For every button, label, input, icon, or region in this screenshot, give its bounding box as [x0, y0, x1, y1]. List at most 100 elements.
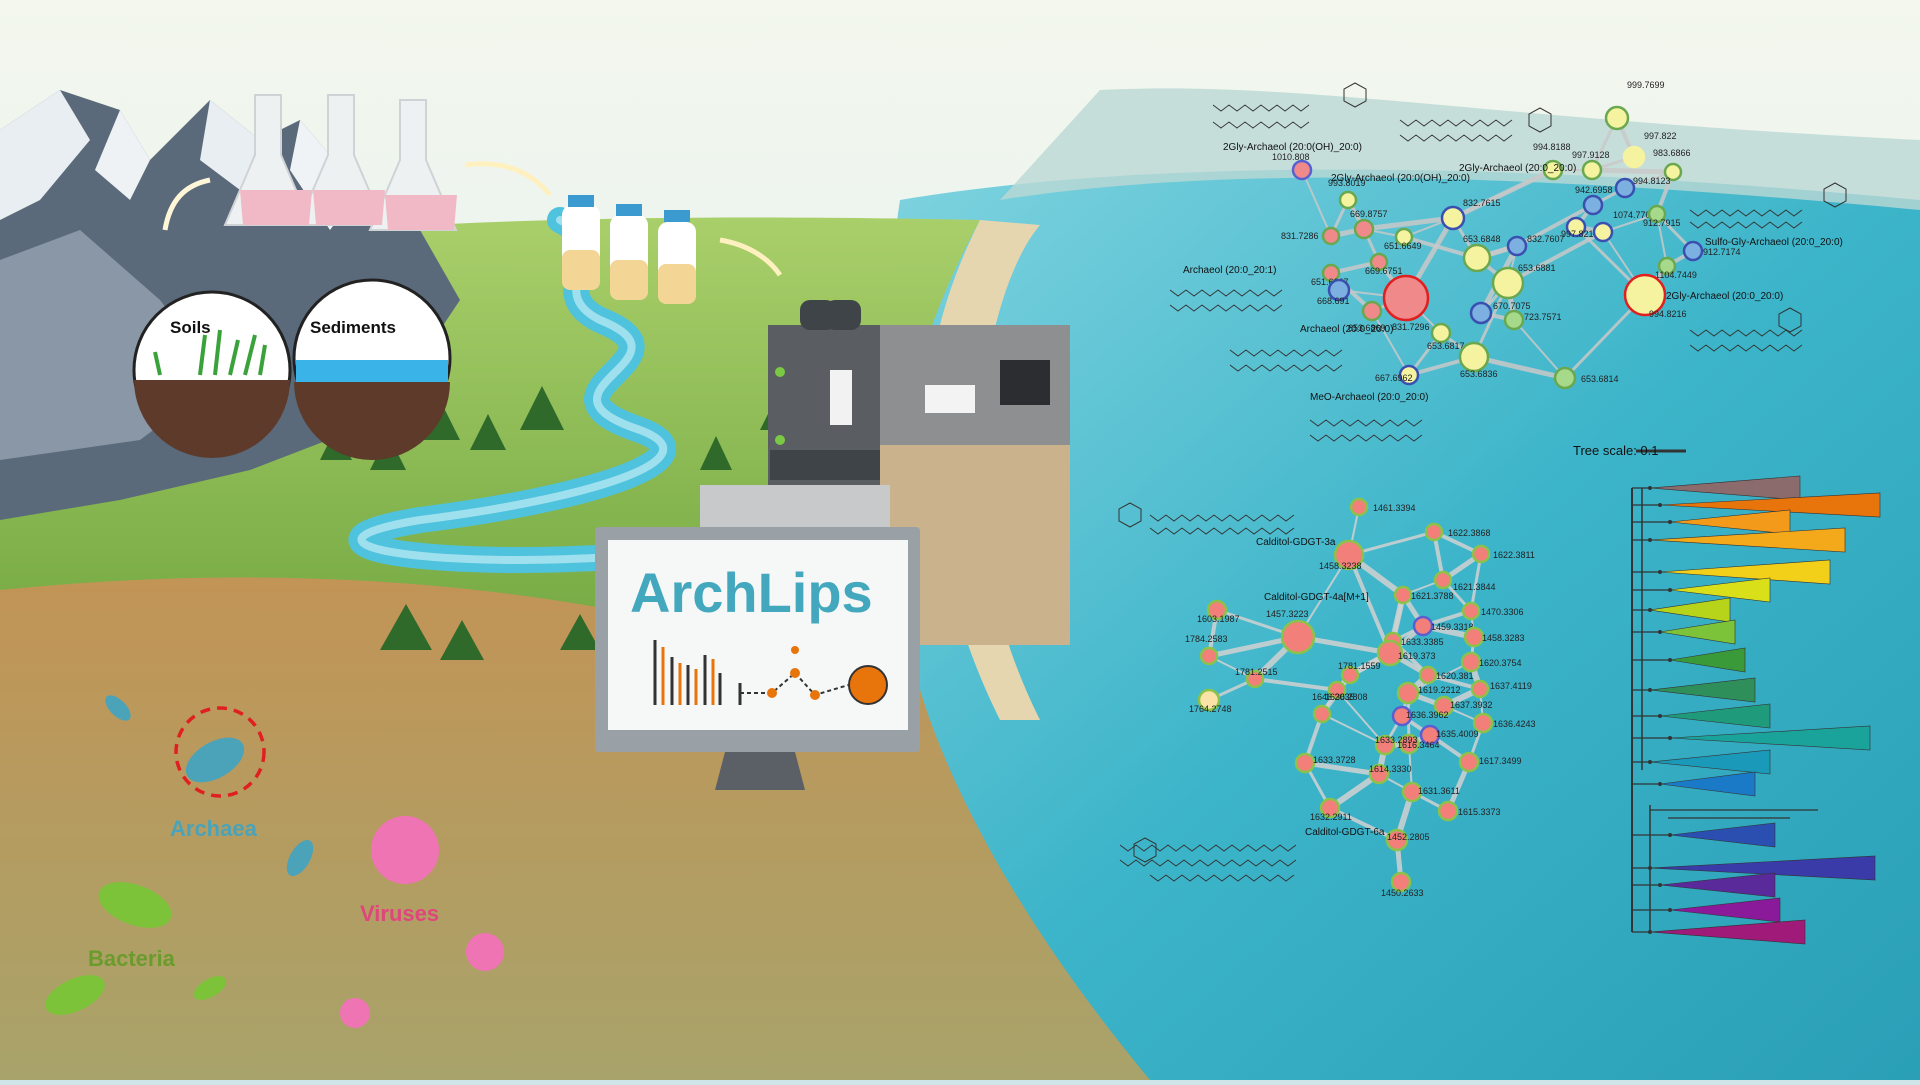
network-node: 912.7174	[1682, 240, 1741, 262]
node-mass-label: 1458.3238	[1319, 561, 1362, 571]
sugar-ring	[1528, 107, 1552, 133]
clade-wedge	[1659, 559, 1831, 585]
node-mass-label: 1633.3728	[1313, 755, 1356, 765]
spectrum-network-icon	[653, 640, 888, 705]
node-mass-label: 1637.4119	[1490, 681, 1532, 691]
network-node: 1646.2035	[1312, 692, 1355, 724]
compound-name-label: Calditol-GDGT-4a[M+1]	[1264, 592, 1369, 603]
node-mass-label: 1619.2212	[1418, 685, 1461, 695]
network-edge	[1301, 169, 1332, 237]
network-node: 653.6869	[1348, 300, 1386, 333]
network-node: 832.7607	[1506, 234, 1565, 257]
node-mass-label: 1635.4009	[1436, 729, 1479, 739]
network-node: 1636.3962	[1391, 705, 1449, 727]
network-node: 670.7075	[1469, 301, 1531, 325]
clade-wedge	[1669, 647, 1746, 673]
node-mass-label: 1636.2808	[1325, 692, 1368, 702]
network-node: 653.6848	[1462, 234, 1501, 273]
node-mass-label: 1074.7701	[1613, 210, 1656, 220]
node-mass-label: 994.8123	[1633, 176, 1671, 186]
network-node: 1459.3318	[1412, 615, 1474, 637]
network-node: 669.8757	[1350, 209, 1388, 240]
network-node: 1633.2893	[1374, 734, 1418, 756]
node-mass-label: 668.691	[1317, 296, 1350, 306]
network-node: 1781.2515	[1235, 667, 1278, 689]
node-mass-label: 912.7915	[1643, 218, 1681, 228]
node-mass-label: 653.6881	[1518, 263, 1556, 273]
sugar-ring	[1778, 307, 1802, 333]
node-mass-label: 653.6869	[1348, 323, 1386, 333]
node-mass-label: 653.6817	[1427, 341, 1465, 351]
network-node: 983.6866	[1653, 148, 1691, 182]
network-node: 831.7296	[1382, 274, 1430, 332]
network-node: 667.6962	[1375, 364, 1420, 386]
network-node: 653.6817	[1427, 322, 1465, 351]
archaea-label: Archaea	[170, 816, 257, 841]
network-node: 1784.2583	[1185, 634, 1228, 666]
node-mass-label: 1459.3318	[1431, 622, 1474, 632]
network-node: 1074.7701	[1592, 210, 1656, 243]
network-node: 653.6881	[1491, 263, 1556, 300]
network-node: 1620.3754	[1460, 651, 1522, 673]
network-node: 1637.4119	[1470, 679, 1532, 699]
network-node: 1637.3932	[1433, 695, 1493, 717]
node-mass-label: 1457.3223	[1266, 609, 1309, 619]
bacteria-label: Bacteria	[88, 946, 175, 971]
network-node: 1620.381	[1418, 665, 1474, 685]
network-edge	[1452, 169, 1554, 219]
molecule-chain	[1169, 304, 1283, 312]
molecule-chain	[1149, 874, 1295, 882]
sugar-ring	[1118, 502, 1142, 528]
molecule-chain	[1399, 119, 1513, 127]
node-mass-label: 669.8757	[1350, 209, 1388, 219]
network-node: 1458.3238	[1319, 539, 1365, 571]
clade-wedge	[1649, 749, 1771, 775]
node-mass-label: 994.8188	[1533, 142, 1571, 152]
molecule-chain	[1119, 844, 1297, 852]
compound-name-label: Archaeol (20:0_20:1)	[1183, 265, 1276, 276]
network-node: 993.8019	[1328, 178, 1366, 210]
sugar-ring	[1343, 82, 1367, 108]
node-mass-label: 651.6649	[1384, 241, 1422, 251]
bottom-network-nodes: 1461.33941458.32381622.38681622.38111621…	[1185, 497, 1536, 898]
sugar-ring	[1133, 837, 1157, 863]
network-edge	[1347, 554, 1392, 654]
clade-wedge	[1649, 527, 1846, 553]
network-node: 1616.3464	[1397, 733, 1440, 755]
network-node: 1621.3844	[1433, 570, 1496, 592]
node-mass-label: 993.8019	[1328, 178, 1366, 188]
molecule-structures	[1118, 82, 1847, 882]
network-node: 1635.4009	[1419, 724, 1479, 746]
node-mass-label: 997.8217	[1561, 229, 1599, 239]
molecule-chain	[1169, 289, 1283, 297]
node-mass-label: 1646.2035	[1312, 692, 1355, 702]
node-mass-label: 1614.3330	[1369, 764, 1412, 774]
clade-wedge	[1659, 619, 1736, 645]
network-edge	[1513, 319, 1566, 379]
molecule-chain	[1212, 104, 1310, 112]
clade-wedge	[1659, 872, 1776, 898]
network-edge	[1469, 553, 1483, 612]
molecule-chain	[1399, 134, 1513, 142]
clade-wedge	[1649, 677, 1756, 703]
network-edge	[1363, 215, 1454, 232]
node-mass-label: 1619.373	[1398, 651, 1436, 661]
clade-wedge	[1659, 771, 1756, 797]
node-mass-label: 1781.1559	[1338, 661, 1381, 671]
network-node: 653.6814	[1553, 366, 1619, 390]
node-mass-label: 994.8216	[1649, 309, 1687, 319]
clade-wedge	[1649, 919, 1806, 945]
network-node: 994.8188	[1533, 142, 1571, 181]
molecule-chain	[1229, 364, 1343, 372]
node-mass-label: 1620.381	[1436, 671, 1474, 681]
node-mass-label: 1010.808	[1272, 152, 1310, 162]
network-node: 1614.3330	[1368, 763, 1412, 785]
network-node: 1781.1559	[1338, 661, 1381, 685]
network-node: 997.9128	[1572, 150, 1610, 181]
network-node: 1636.2808	[1325, 680, 1368, 702]
node-mass-label: 832.7615	[1463, 198, 1501, 208]
molecule-chain	[1309, 419, 1423, 427]
